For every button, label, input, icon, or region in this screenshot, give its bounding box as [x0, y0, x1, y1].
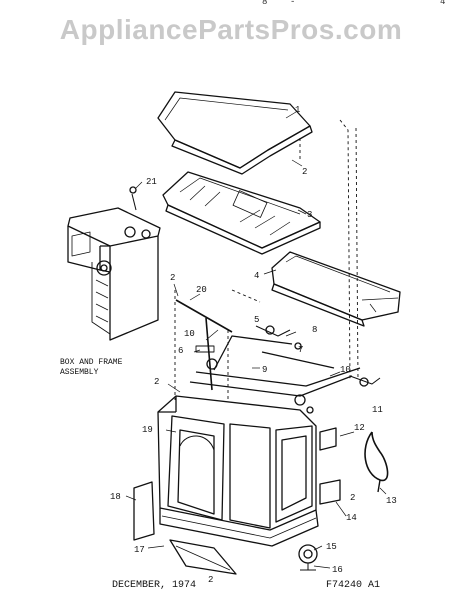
- callout-16: 16: [332, 565, 343, 575]
- callout-20: 20: [196, 285, 207, 295]
- callout-14: 14: [346, 513, 357, 523]
- callout-7: 7: [298, 345, 303, 355]
- alignment-lines: [174, 119, 359, 400]
- callout-19: 19: [142, 425, 153, 435]
- callout-3: 3: [307, 210, 312, 220]
- callout-5: 5: [254, 315, 259, 325]
- header-fragment: -: [290, 0, 296, 7]
- callout-6: 6: [178, 346, 183, 356]
- motor-part: [298, 544, 318, 571]
- callout-12: 12: [354, 423, 365, 433]
- mounting-frame: [175, 299, 381, 414]
- box-and-frame-assembly: [67, 186, 161, 341]
- callout-11: 11: [372, 405, 383, 415]
- leader-lines: [125, 111, 387, 569]
- callout-labels: 1 2 3 4 5 6 7 8 9 10 11 12 13 14 15 16 1…: [110, 105, 397, 585]
- harness-part: [319, 427, 389, 505]
- callout-2: 2: [170, 273, 175, 283]
- front-panel-part: [133, 481, 237, 575]
- header-fragment: 4: [440, 0, 446, 7]
- assembly-caption: BOX AND FRAME ASSEMBLY: [60, 358, 123, 377]
- callout-15: 15: [326, 542, 337, 552]
- top-cover-part: [157, 91, 313, 175]
- tray-part: [271, 251, 401, 327]
- callout-2: 2: [154, 377, 159, 387]
- assembly-label-line-1: BOX AND FRAME: [60, 358, 123, 367]
- header-fragment: 8: [262, 0, 268, 7]
- callout-18: 18: [110, 492, 121, 502]
- callout-13: 13: [386, 496, 397, 506]
- drawing-code: F74240 A1: [326, 580, 381, 591]
- callout-2: 2: [302, 167, 307, 177]
- watermark: AppliancePartsPros.com: [59, 14, 403, 45]
- cabinet-body-part: [157, 395, 319, 547]
- callout-21: 21: [146, 177, 157, 187]
- callout-4: 4: [254, 271, 259, 281]
- callout-1: 1: [295, 105, 300, 115]
- callout-9: 9: [262, 365, 267, 375]
- callout-8: 8: [312, 325, 317, 335]
- drawing-date: DECEMBER, 1974: [112, 580, 197, 591]
- callout-2: 2: [350, 493, 355, 503]
- callout-17: 17: [134, 545, 145, 555]
- grille-part: [162, 171, 321, 255]
- callout-2: 2: [208, 575, 213, 585]
- callout-10: 10: [340, 365, 351, 375]
- callout-10: 10: [184, 329, 195, 339]
- assembly-label-line-2: ASSEMBLY: [60, 368, 99, 377]
